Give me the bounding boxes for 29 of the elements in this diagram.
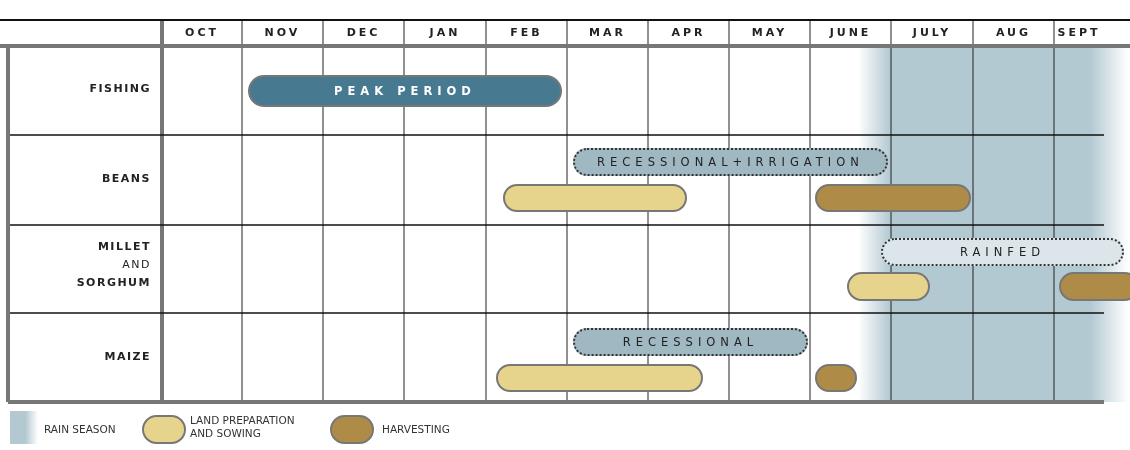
month-label: JAN	[428, 26, 462, 41]
row-label: MAIZE	[103, 349, 151, 365]
month-label: NOV	[263, 26, 302, 41]
land-preparation-bar	[503, 184, 687, 212]
month-label: SEPT	[1056, 26, 1102, 41]
rainfed-bar: RAINFED	[881, 238, 1124, 266]
month-label: AUG	[994, 26, 1033, 41]
month-label: MAY	[750, 26, 789, 41]
harvesting-bar	[815, 184, 971, 212]
land-preparation-bar	[847, 272, 930, 301]
month-label: JULY	[911, 26, 953, 41]
harvesting-bar	[1059, 272, 1130, 301]
recession-bar: RECESSIONAL	[573, 328, 808, 356]
legend-label: HARVESTING	[382, 423, 450, 436]
row-label: BEANS	[100, 171, 151, 187]
legend-label: LAND PREPARATION AND SOWING	[190, 414, 296, 440]
month-label: OCT	[184, 26, 220, 41]
peak-period-bar: PEAK PERIOD	[248, 75, 562, 107]
row-label: MILLET AND SORGHUM	[75, 239, 151, 291]
month-label: DEC	[345, 26, 382, 41]
legend-label: RAIN SEASON	[44, 423, 116, 436]
month-label: FEB	[509, 26, 544, 41]
month-label: JUNE	[828, 26, 873, 41]
month-label: APR	[670, 26, 707, 41]
month-label: MAR	[588, 26, 627, 41]
recession-bar: RECESSIONAL+IRRIGATION	[573, 148, 888, 176]
land-preparation-bar	[496, 364, 703, 392]
row-label: FISHING	[88, 81, 151, 97]
harvesting-bar	[815, 364, 857, 392]
